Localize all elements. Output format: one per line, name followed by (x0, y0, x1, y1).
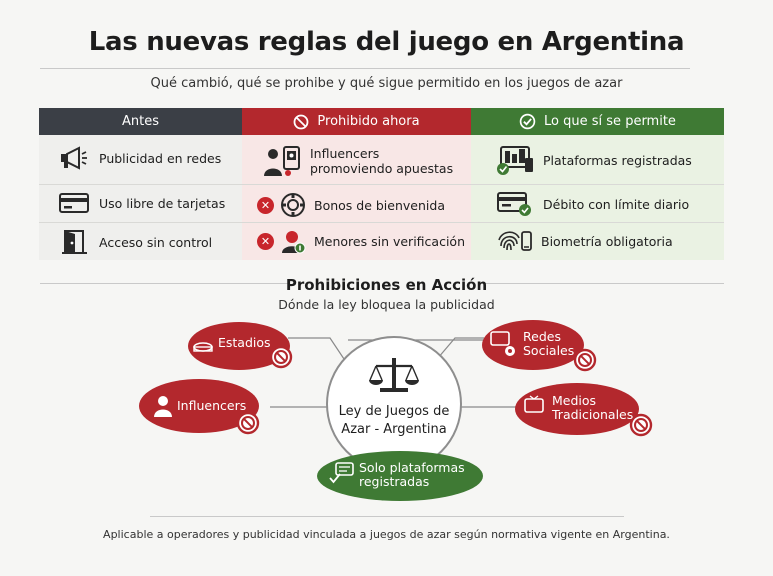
debit-card-icon (497, 191, 533, 217)
table-cell: Publicidad en redes (59, 146, 221, 170)
ban-icon (269, 345, 293, 369)
node-traditional-media (515, 383, 639, 435)
table-cell: Acceso sin control (61, 229, 212, 255)
registered-platforms-icon (495, 144, 535, 176)
table-cell: Plataformas registradas (495, 144, 692, 176)
x-mark-icon: ✕ (257, 196, 274, 214)
column-prohibido: Prohibido ahora (242, 108, 471, 260)
page-subtitle: Qué cambió, qué se prohibe y qué sigue p… (150, 76, 623, 91)
node-stadiums (188, 322, 290, 370)
center-label-line1: Ley de Juegos de (338, 404, 450, 419)
credit-card-icon (59, 192, 89, 214)
table-cell: Influencers promoviendo apuestas (262, 144, 460, 178)
check-circle-icon (519, 113, 536, 130)
column-header-antes: Antes (39, 108, 242, 135)
node-registered-platforms (317, 451, 483, 501)
scales-icon (369, 358, 419, 392)
column-header-permitido: Lo que sí se permite (471, 108, 724, 135)
center-label-line2: Azar - Argentina (341, 422, 447, 437)
column-antes: Antes (39, 108, 242, 260)
page-title: Las nuevas reglas del juego en Argentina (88, 27, 685, 57)
node-label-social: Redes Sociales (523, 329, 575, 358)
node-label-stadiums: Estadios (218, 335, 271, 350)
ban-icon (236, 411, 260, 435)
node-label-influencers: Influencers (177, 398, 247, 413)
megaphone-icon (59, 146, 91, 170)
table-cell: Débito con límite diario (497, 191, 689, 217)
node-label-media: Medios Tradicionales (552, 393, 634, 422)
comparison-table: Antes Prohibido ahora Lo que sí se permi… (39, 108, 724, 260)
connector-lines (270, 337, 516, 408)
social-network-icon (490, 331, 515, 356)
title-divider (40, 68, 690, 69)
tv-icon (524, 395, 544, 413)
minor-icon (280, 228, 306, 254)
stadium-icon (193, 342, 213, 352)
section-title: Prohibiciones en Acción (285, 276, 488, 294)
ban-icon (629, 413, 653, 437)
table-cell: ✕ Menores sin verificación (257, 228, 465, 254)
verified-platform-icon (329, 462, 354, 484)
casino-chip-icon (280, 192, 306, 218)
influencer-phone-icon (262, 144, 302, 178)
node-influencers (139, 379, 259, 433)
node-label-registered: Solo plataformas registradas (359, 460, 465, 489)
table-cell: Uso libre de tarjetas (59, 192, 225, 214)
connector-stadiums (288, 337, 351, 369)
prohibited-icon (294, 114, 309, 129)
table-cell: Biometría obligatoria (497, 228, 673, 254)
ban-icon (573, 348, 597, 372)
footer-note: Aplicable a operadores y publicidad vinc… (103, 528, 670, 541)
door-icon (61, 229, 89, 255)
section-subtitle: Dónde la ley bloquea la publicidad (278, 297, 495, 312)
person-icon (154, 396, 172, 417)
table-cell: ✕ Bonos de bienvenida (257, 192, 445, 218)
column-header-prohibido: Prohibido ahora (242, 108, 471, 135)
x-mark-icon: ✕ (257, 232, 274, 250)
fingerprint-icon (497, 228, 533, 254)
